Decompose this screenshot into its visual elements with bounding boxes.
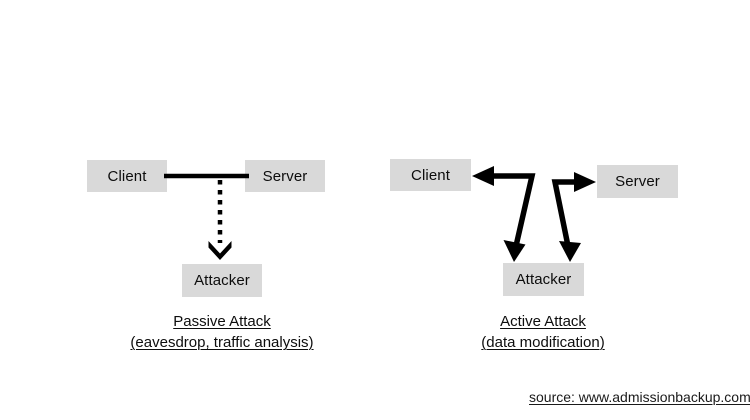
active-client-label: Client bbox=[411, 166, 450, 184]
passive-attacker-label: Attacker bbox=[194, 272, 250, 289]
active-right-elbow-shaft bbox=[551, 179, 581, 247]
passive-caption: Passive Attack (eavesdrop, traffic analy… bbox=[62, 311, 382, 353]
active-attacker-box: Attacker bbox=[503, 263, 584, 296]
active-left-arrowhead-to-client-icon bbox=[472, 166, 494, 186]
active-server-label: Server bbox=[615, 173, 660, 190]
passive-attacker-box: Attacker bbox=[182, 264, 262, 297]
active-caption-line-1: Active Attack bbox=[500, 313, 586, 330]
passive-client-box: Client bbox=[87, 160, 167, 192]
passive-server-box: Server bbox=[245, 160, 325, 192]
passive-server-label: Server bbox=[262, 167, 308, 185]
active-left-arrowhead-to-attacker-icon bbox=[503, 240, 526, 262]
active-client-box: Client bbox=[390, 159, 471, 191]
passive-caption-line-1: Passive Attack bbox=[173, 313, 271, 330]
active-server-box: Server bbox=[597, 165, 678, 198]
active-right-arrowhead-to-server-icon bbox=[574, 172, 596, 192]
source-attribution: source: www.admissionbackup.com bbox=[529, 389, 750, 405]
passive-tap-arrowhead-icon bbox=[208, 241, 232, 260]
source-attribution-text: source: www.admissionbackup.com bbox=[529, 389, 750, 405]
active-left-elbow-shaft bbox=[487, 173, 536, 247]
active-caption-line-2: (data modification) bbox=[481, 334, 605, 351]
passive-caption-line-2: (eavesdrop, traffic analysis) bbox=[130, 334, 314, 351]
active-caption: Active Attack (data modification) bbox=[393, 311, 693, 353]
active-right-arrowhead-to-attacker-icon bbox=[559, 241, 581, 262]
active-attacker-label: Attacker bbox=[515, 271, 572, 288]
passive-client-label: Client bbox=[107, 167, 147, 185]
